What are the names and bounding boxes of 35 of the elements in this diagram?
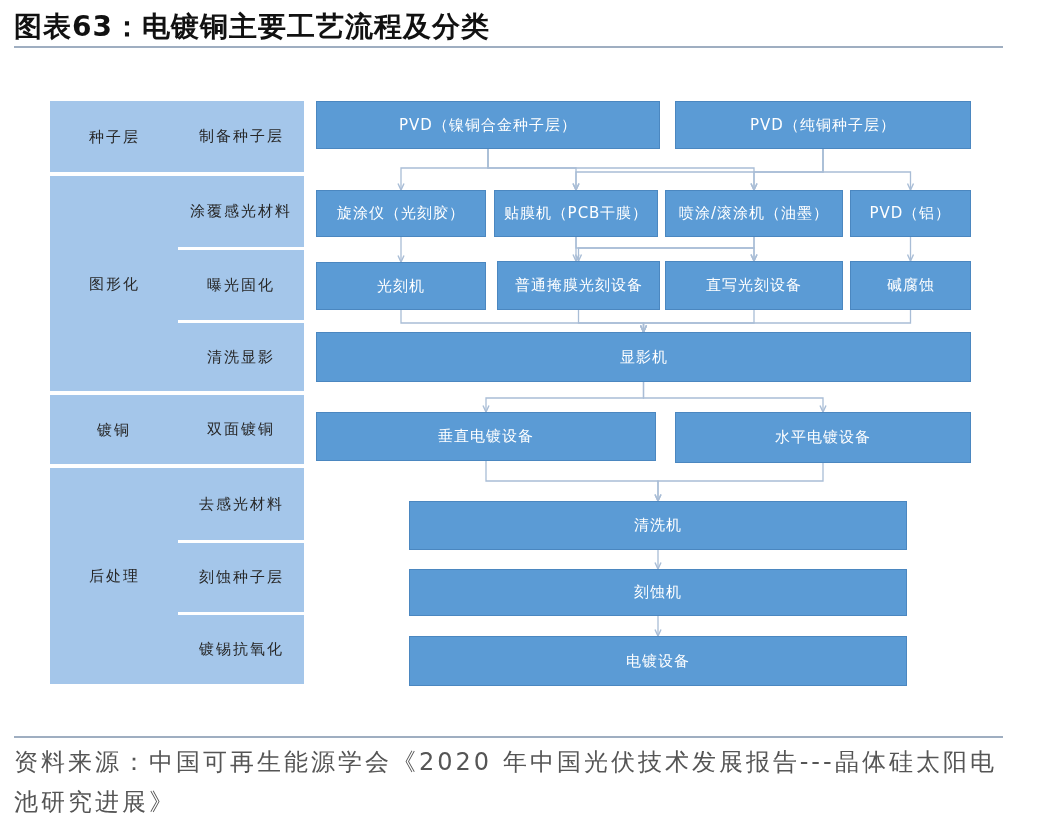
category-label: 后处理 xyxy=(88,566,140,586)
process-box: 水平电镀设备 xyxy=(675,412,971,463)
process-box: 旋涂仪（光刻胶） xyxy=(316,190,486,237)
category-label: 种子层 xyxy=(88,127,140,146)
figure-title: 图表63：电镀铜主要工艺流程及分类 xyxy=(14,9,490,45)
process-box: 光刻机 xyxy=(316,262,486,310)
category-band xyxy=(50,101,304,172)
process-box: 贴膜机（PCB干膜） xyxy=(494,190,658,237)
process-box: 喷涂/滚涂机（油墨） xyxy=(665,190,843,237)
category-label: 图形化 xyxy=(88,274,140,293)
process-box: 电镀设备 xyxy=(409,636,907,686)
connector-arrow xyxy=(654,549,662,570)
process-box: 清洗机 xyxy=(409,501,907,550)
process-box: PVD（纯铜种子层） xyxy=(675,101,971,149)
connector-arrow xyxy=(750,236,758,262)
connector-arrow xyxy=(654,615,662,637)
connector-arrow xyxy=(906,236,915,262)
source-note: 资料来源：中国可再生能源学会《2020 年中国光伏技术发展报告---晶体硅太阳电池研究进展》 xyxy=(14,747,998,818)
connector-arrow xyxy=(822,148,915,191)
category-label: 镀铜 xyxy=(97,420,131,439)
process-box: 碱腐蚀 xyxy=(850,261,971,310)
connector-arrow xyxy=(639,309,912,333)
connector-arrow xyxy=(654,462,824,502)
process-box: 刻蚀机 xyxy=(409,569,907,616)
process-box: PVD（铝） xyxy=(850,190,971,237)
connector-arrow xyxy=(642,381,827,413)
process-box: PVD（镍铜合金种子层） xyxy=(316,101,660,149)
process-box: 显影机 xyxy=(316,332,971,382)
connector-arrow xyxy=(397,236,405,263)
process-box: 垂直电镀设备 xyxy=(316,412,656,461)
category-band xyxy=(50,176,304,391)
process-box: 直写光刻设备 xyxy=(665,261,843,310)
process-box: 普通掩膜光刻设备 xyxy=(497,261,660,310)
category-band xyxy=(50,468,304,684)
category-band xyxy=(50,395,304,464)
